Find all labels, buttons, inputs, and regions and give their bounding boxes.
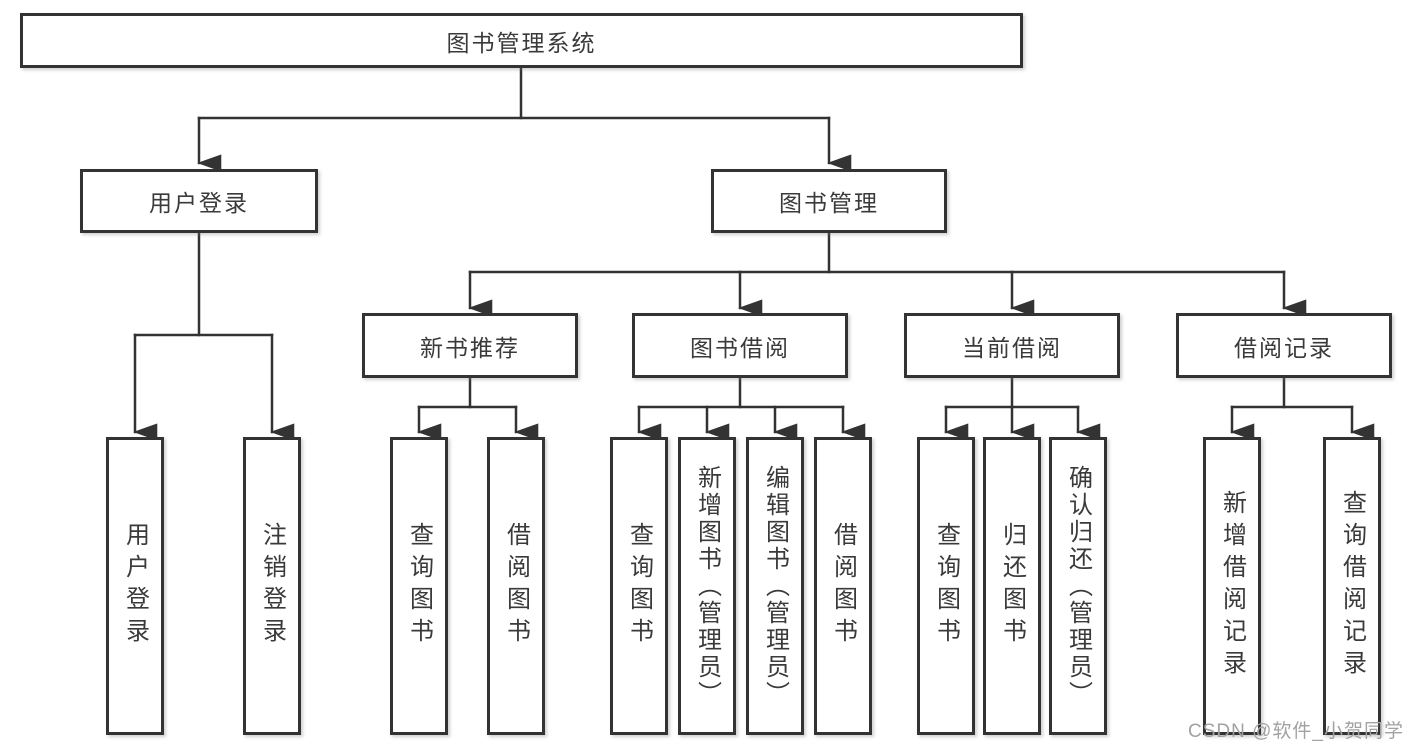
leaf-confirm-return-admin-label: 确认归还（管理员） xyxy=(1064,464,1092,708)
node-book-management: 图书管理 xyxy=(711,169,947,233)
leaf-query-borrow-record: 查询借阅记录 xyxy=(1323,437,1381,735)
leaf-user-login-label: 用户登录 xyxy=(121,522,149,650)
leaf-query-books-recommend-label: 查询图书 xyxy=(405,522,433,650)
node-borrow-records-label: 借阅记录 xyxy=(1234,334,1334,361)
leaf-borrow-books-recommend: 借阅图书 xyxy=(487,437,545,735)
node-current-borrowing: 当前借阅 xyxy=(904,313,1120,378)
leaf-return-books-label: 归还图书 xyxy=(998,522,1026,650)
leaf-add-books-admin: 新增图书（管理员） xyxy=(678,437,736,735)
leaf-user-login: 用户登录 xyxy=(106,437,164,735)
leaf-borrow-books-recommend-label: 借阅图书 xyxy=(502,522,530,650)
node-library-system: 图书管理系统 xyxy=(20,13,1023,68)
leaf-query-borrow-record-label: 查询借阅记录 xyxy=(1338,490,1366,682)
node-book-management-label: 图书管理 xyxy=(779,190,879,216)
leaf-query-books-borrowing-label: 查询图书 xyxy=(625,522,653,650)
node-new-book-recommend: 新书推荐 xyxy=(362,313,578,378)
leaf-add-borrow-record: 新增借阅记录 xyxy=(1203,437,1261,735)
leaf-query-books-current: 查询图书 xyxy=(917,437,975,735)
node-book-borrowing-label: 图书借阅 xyxy=(690,334,790,361)
node-current-borrowing-label: 当前借阅 xyxy=(962,334,1062,361)
leaf-edit-books-admin: 编辑图书（管理员） xyxy=(746,437,804,735)
node-new-book-recommend-label: 新书推荐 xyxy=(420,334,520,361)
node-library-system-label: 图书管理系统 xyxy=(446,29,597,56)
leaf-logout: 注销登录 xyxy=(243,437,301,735)
node-borrow-records: 借阅记录 xyxy=(1176,313,1392,378)
leaf-query-books-current-label: 查询图书 xyxy=(932,522,960,650)
node-user-login-label: 用户登录 xyxy=(149,190,249,216)
leaf-borrow-books-borrowing: 借阅图书 xyxy=(814,437,872,735)
leaf-add-borrow-record-label: 新增借阅记录 xyxy=(1218,490,1246,682)
leaf-confirm-return-admin: 确认归还（管理员） xyxy=(1049,437,1107,735)
leaf-return-books: 归还图书 xyxy=(983,437,1041,735)
csdn-watermark: CSDN @软件_小贺同学 xyxy=(1188,721,1404,742)
node-book-borrowing: 图书借阅 xyxy=(632,313,848,378)
leaf-borrow-books-borrowing-label: 借阅图书 xyxy=(829,522,857,650)
leaf-add-books-admin-label: 新增图书（管理员） xyxy=(693,464,721,708)
leaf-query-books-borrowing: 查询图书 xyxy=(610,437,668,735)
leaf-edit-books-admin-label: 编辑图书（管理员） xyxy=(761,464,789,708)
node-user-login: 用户登录 xyxy=(80,169,318,233)
leaf-query-books-recommend: 查询图书 xyxy=(390,437,448,735)
leaf-logout-label: 注销登录 xyxy=(258,522,286,650)
